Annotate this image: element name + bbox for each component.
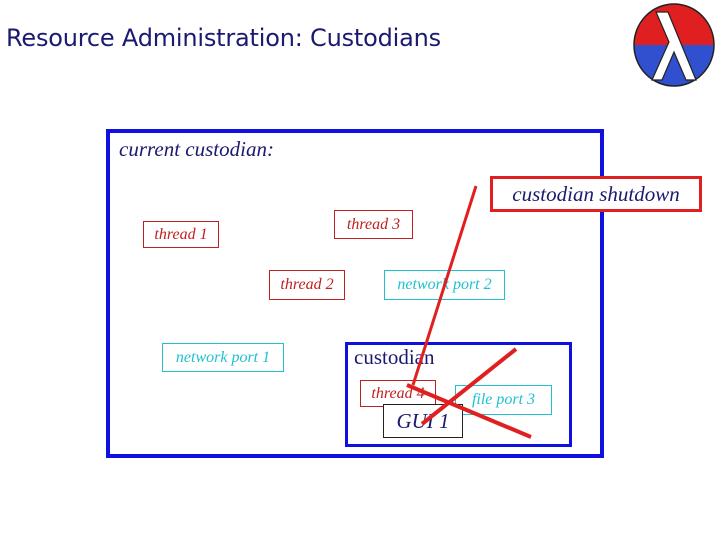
slide-title: Resource Administration: Custodians: [6, 24, 441, 52]
thread-3: thread 3: [334, 210, 413, 239]
thread-1: thread 1: [143, 221, 219, 248]
thread-2: thread 2: [269, 270, 345, 300]
file-port-3: file port 3: [455, 385, 552, 415]
thread-4: thread 4: [360, 380, 436, 407]
custodian-shutdown-button[interactable]: custodian shutdown: [490, 176, 702, 212]
child-custodian-label: custodian: [354, 345, 435, 369]
gui-1: GUI 1: [383, 404, 463, 438]
network-port-2: network port 2: [384, 270, 505, 300]
network-port-1: network port 1: [162, 343, 284, 372]
current-custodian-label: current custodian:: [119, 137, 274, 161]
lambda-logo-icon: [633, 3, 715, 87]
current-custodian-box: [106, 129, 604, 458]
